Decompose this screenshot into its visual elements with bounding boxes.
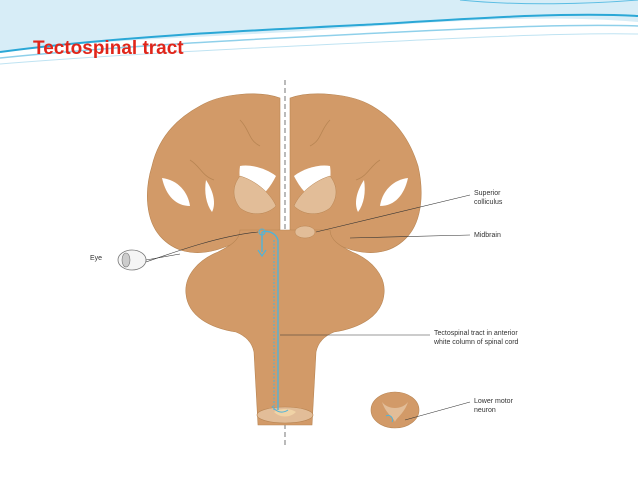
right-fissure-cavity: [380, 178, 408, 206]
label-eye: Eye: [90, 255, 102, 262]
eye-icon: [117, 249, 181, 271]
label-tract-1: Tectospinal tract in anterior: [434, 330, 518, 337]
header-wave-decoration: [0, 0, 638, 65]
label-midbrain: Midbrain: [474, 232, 501, 239]
label-lower-motor-1: Lower motor: [474, 398, 514, 405]
label-superior-colliculus-2: colliculus: [474, 199, 503, 206]
label-tract-2: white column of spinal cord: [433, 339, 519, 346]
slide-title: Tectospinal tract: [33, 38, 184, 59]
tectospinal-tract-diagram: Eye Superior colliculus Midbrain Tectosp…: [90, 80, 590, 445]
thalamus: [233, 175, 277, 214]
label-lower-motor-2: neuron: [474, 407, 496, 414]
left-fissure-cavity: [162, 178, 190, 206]
spinal-cord-cross-section: [370, 391, 420, 429]
superior-colliculus: [294, 225, 316, 239]
label-superior-colliculus-1: Superior: [474, 190, 501, 197]
brainstem: [185, 229, 385, 426]
left-hemisphere: [147, 93, 281, 253]
